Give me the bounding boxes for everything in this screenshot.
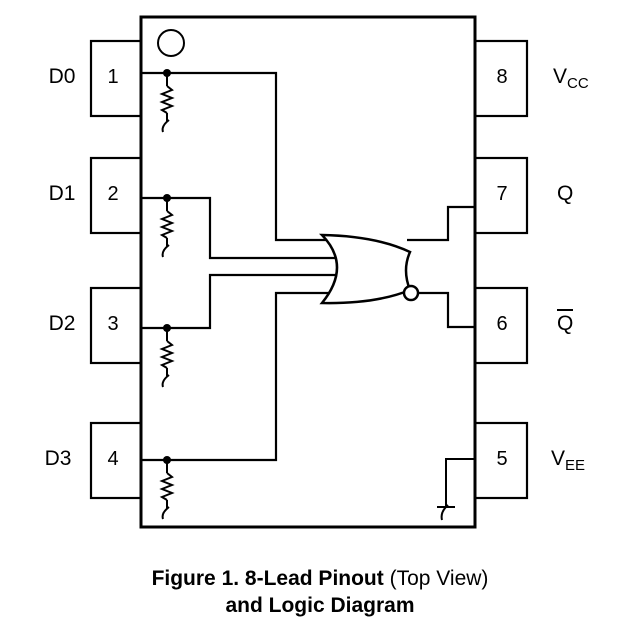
pin-label-vee-main: V <box>551 447 565 470</box>
pin-label-vcc: VCC <box>553 65 589 92</box>
pin-label-q-bar: Q <box>557 312 573 335</box>
junction-dot-4 <box>163 456 171 464</box>
junction-dot-1 <box>163 69 171 77</box>
pin-box-2 <box>89 156 143 235</box>
pin-number-5: 5 <box>496 448 507 470</box>
pin-label-d3: D3 <box>45 447 72 470</box>
pin-box-8 <box>473 39 529 118</box>
pin-label-vcc-sub: CC <box>567 75 589 92</box>
pin-number-8: 8 <box>496 66 507 88</box>
pin-number-3: 3 <box>107 313 118 335</box>
pin-box-1 <box>89 39 143 118</box>
wire-d1 <box>141 196 337 260</box>
pin-label-d0: D0 <box>49 65 76 88</box>
wire-d2 <box>141 273 337 330</box>
pin-number-6: 6 <box>496 313 507 335</box>
pin-label-d2: D2 <box>49 312 76 335</box>
inverting-bubble <box>402 284 420 302</box>
wire-q-output <box>407 205 475 242</box>
pin-number-4: 4 <box>107 448 118 470</box>
pinout-diagram: 1 2 3 4 8 7 6 5 D0 D1 D2 D3 VCC Q Q VEE <box>45 15 589 529</box>
junction-dot-2 <box>163 194 171 202</box>
caption-title: Figure 1. 8-Lead Pinout <box>151 567 384 590</box>
figure-caption: Figure 1. 8-Lead Pinout (Top View) and L… <box>0 565 640 619</box>
pin-number-1: 1 <box>107 66 118 88</box>
pin-box-3 <box>89 286 143 365</box>
pin1-marker-circle <box>157 29 185 57</box>
pin-label-vee-sub: EE <box>565 457 585 474</box>
pin-number-7: 7 <box>496 183 507 205</box>
caption-view-note: (Top View) <box>389 567 489 590</box>
pin-label-vcc-main: V <box>553 65 567 88</box>
package-body <box>139 15 477 529</box>
pin-label-q: Q <box>557 182 573 205</box>
vee-ground-connection <box>437 458 475 521</box>
caption-line-1: Figure 1. 8-Lead Pinout (Top View) <box>0 565 640 592</box>
pulldown-resistor-4 <box>159 460 175 520</box>
wire-d0 <box>141 71 332 242</box>
pin-label-vee: VEE <box>551 447 585 474</box>
junction-dot-3 <box>163 324 171 332</box>
wire-q-bar-output <box>418 291 475 329</box>
pin-number-2: 2 <box>107 183 118 205</box>
pin-label-d1: D1 <box>49 182 76 205</box>
caption-line-2: and Logic Diagram <box>225 594 415 617</box>
wire-d3 <box>141 291 332 462</box>
pin-box-6 <box>473 286 529 365</box>
